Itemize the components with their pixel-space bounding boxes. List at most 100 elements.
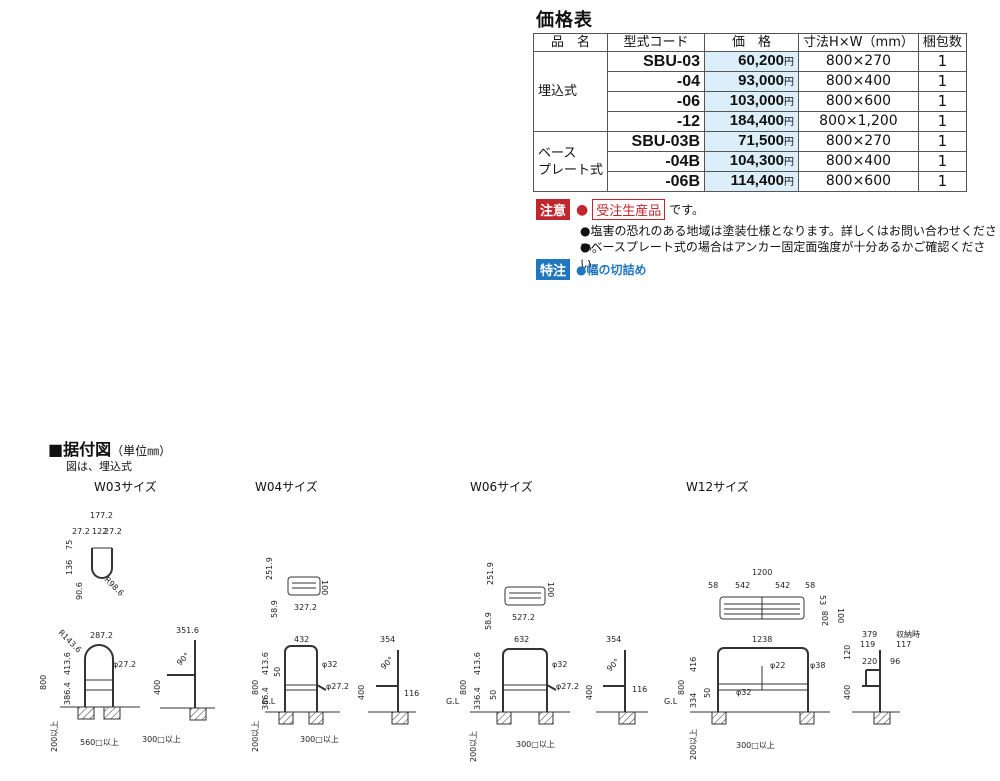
red-dot-icon: ●: [576, 201, 589, 218]
w03-front-arch: [84, 644, 114, 707]
table-row: -06B 114,400円 800×600 1: [534, 171, 967, 192]
size-label-w12: W12サイズ: [686, 480, 749, 494]
w03-foundation-right: [103, 706, 121, 720]
w04-dim-d32: φ32: [322, 660, 337, 669]
w04-dim-h400: 400: [357, 685, 366, 700]
installation-title-text: ■据付図: [48, 440, 112, 459]
w06-dim-angle: 90°: [605, 657, 621, 673]
pack-count: 1: [917, 71, 967, 92]
w06-front-frame: [502, 648, 548, 712]
table-row: -04 93,000円 800×400 1: [534, 71, 967, 92]
price: 184,400円: [704, 111, 800, 132]
w12-dim-w1200: 1200: [752, 568, 772, 577]
size: 800×270: [798, 51, 919, 72]
w03-dim-h800: 800: [39, 675, 48, 690]
w03-dim-cover: 351.6: [176, 626, 199, 635]
w03-side-foundation: [189, 707, 207, 721]
w03-dim-v3: 90.6: [75, 582, 84, 600]
w04-dim-w432: 432: [294, 635, 309, 644]
w12-dim-h208: 208: [821, 611, 830, 626]
w04-dim-h58: 58.9: [270, 600, 279, 618]
w04-dim-e300: 300□以上: [300, 735, 339, 744]
w04-dim-angle: 90°: [379, 655, 395, 671]
w06-dim-h400: 400: [585, 685, 594, 700]
w06-dim-w527: 527.2: [512, 613, 535, 622]
header-name: 品 名: [532, 33, 609, 52]
pack-count: 1: [917, 131, 967, 152]
price-unit: 円: [784, 157, 795, 168]
table-row: 埋込式 SBU-03 60,200円 800×270 1: [532, 51, 967, 132]
price-unit: 円: [784, 97, 795, 108]
header-size: 寸法H×W（mm）: [798, 33, 919, 52]
price-value: 184,400: [729, 112, 785, 129]
price-value: 114,400: [730, 172, 785, 189]
group-name-line1: ベース: [538, 145, 577, 161]
w12-dim-h50: 50: [703, 688, 712, 698]
w03-dim-e560: 560□以上: [80, 738, 119, 747]
w12-dim-e300: 300□以上: [736, 741, 775, 750]
w12-dim-h800: 800: [677, 680, 686, 695]
w12-side-foundation: [873, 711, 891, 725]
note-line-1: ●塩害の恐れのある地域は塗装仕様となります。詳しくはお問い合わせください。: [580, 224, 997, 255]
w12-dim-w119: 119: [860, 640, 875, 649]
w04-dim-h800: 800: [251, 680, 260, 695]
w06-dim-h58: 58.9: [484, 612, 493, 630]
model-code: -04B: [607, 151, 706, 172]
w04-foundation-right: [308, 711, 324, 725]
w12-gl: G.L: [664, 697, 678, 706]
size: 800×600: [798, 91, 919, 112]
w04-dim-h100: 100: [320, 580, 329, 595]
w06-dim-h800: 800: [459, 680, 468, 695]
w12-dim-d22: φ22: [770, 661, 785, 670]
price: 103,000円: [704, 91, 800, 112]
w04-dim-h413: 413.6: [261, 652, 270, 675]
special-row: 特注 ●幅の切詰め: [536, 259, 647, 280]
w06-dim-h116: 116: [632, 685, 647, 694]
w04-side-foundation: [391, 711, 409, 725]
model-code: SBU-03: [607, 51, 706, 72]
price: 60,200円: [704, 51, 800, 72]
w04-gl: G.L: [262, 697, 276, 706]
w03-top-view: [91, 548, 113, 579]
w12-foundation-left: [711, 711, 727, 725]
w06-dim-h100: 100: [546, 582, 555, 597]
drawing-w06: 251.9 100 58.9 527.2 632 800 413.6 336.4…: [446, 562, 648, 762]
price: 104,300円: [704, 151, 800, 172]
w12-dim-h416: 416: [689, 657, 698, 672]
size: 800×400: [798, 151, 919, 172]
w04-dim-w354: 354: [380, 635, 395, 644]
w04-dim-h251: 251.9: [265, 557, 274, 580]
installation-unit: （単位㎜）: [111, 444, 172, 458]
special-tag: 特注: [536, 259, 571, 280]
w12-dim-e200: 200以上: [689, 729, 698, 760]
note-line-2: ●ベースプレート式の場合はアンカー固定面強度が十分あるかご確認ください。: [580, 240, 986, 271]
size: 800×1,200: [798, 111, 919, 132]
w12-dim-w220: 220: [862, 657, 877, 666]
w04-dim-w327: 327.2: [294, 603, 317, 612]
w03-dim-w: 287.2: [90, 631, 113, 640]
installation-subtitle: 図は、埋込式: [66, 460, 132, 473]
w03-dim-side-a: 27.2: [72, 527, 90, 536]
caution-row: 注意 ● 受注生産品 です。: [536, 199, 704, 220]
price-unit: 円: [784, 77, 795, 88]
price-unit: 円: [784, 137, 795, 148]
installation-title: ■据付図（単位㎜）: [48, 436, 171, 460]
w12-side-view: [862, 650, 881, 712]
price-table-header: 品 名 型式コード 価 格 寸法H×W（mm） 梱包数: [532, 33, 967, 52]
w03-side-view: [167, 640, 196, 708]
w03-foundation-left: [77, 706, 95, 720]
price-value: 104,300: [729, 152, 785, 169]
w12-stored: 収納時: [896, 629, 920, 639]
w04-dim-d27: φ27.2: [326, 682, 349, 691]
w12-dim-d38: φ38: [810, 661, 825, 670]
w03-dim-e300: 300□以上: [142, 735, 181, 744]
header-code: 型式コード: [607, 33, 706, 52]
w03-dim-h2: 386.4: [63, 682, 72, 705]
table-row: ベースプレート式 SBU-03B 71,500円 800×270 1: [532, 131, 967, 192]
w04-foundation-left: [278, 711, 294, 725]
w06-dim-e300: 300□以上: [516, 740, 555, 749]
price-value: 60,200: [738, 52, 785, 69]
w06-dim-e200: 200以上: [469, 731, 478, 762]
w04-side-view: [376, 650, 399, 712]
w06-side-foundation: [618, 711, 636, 725]
